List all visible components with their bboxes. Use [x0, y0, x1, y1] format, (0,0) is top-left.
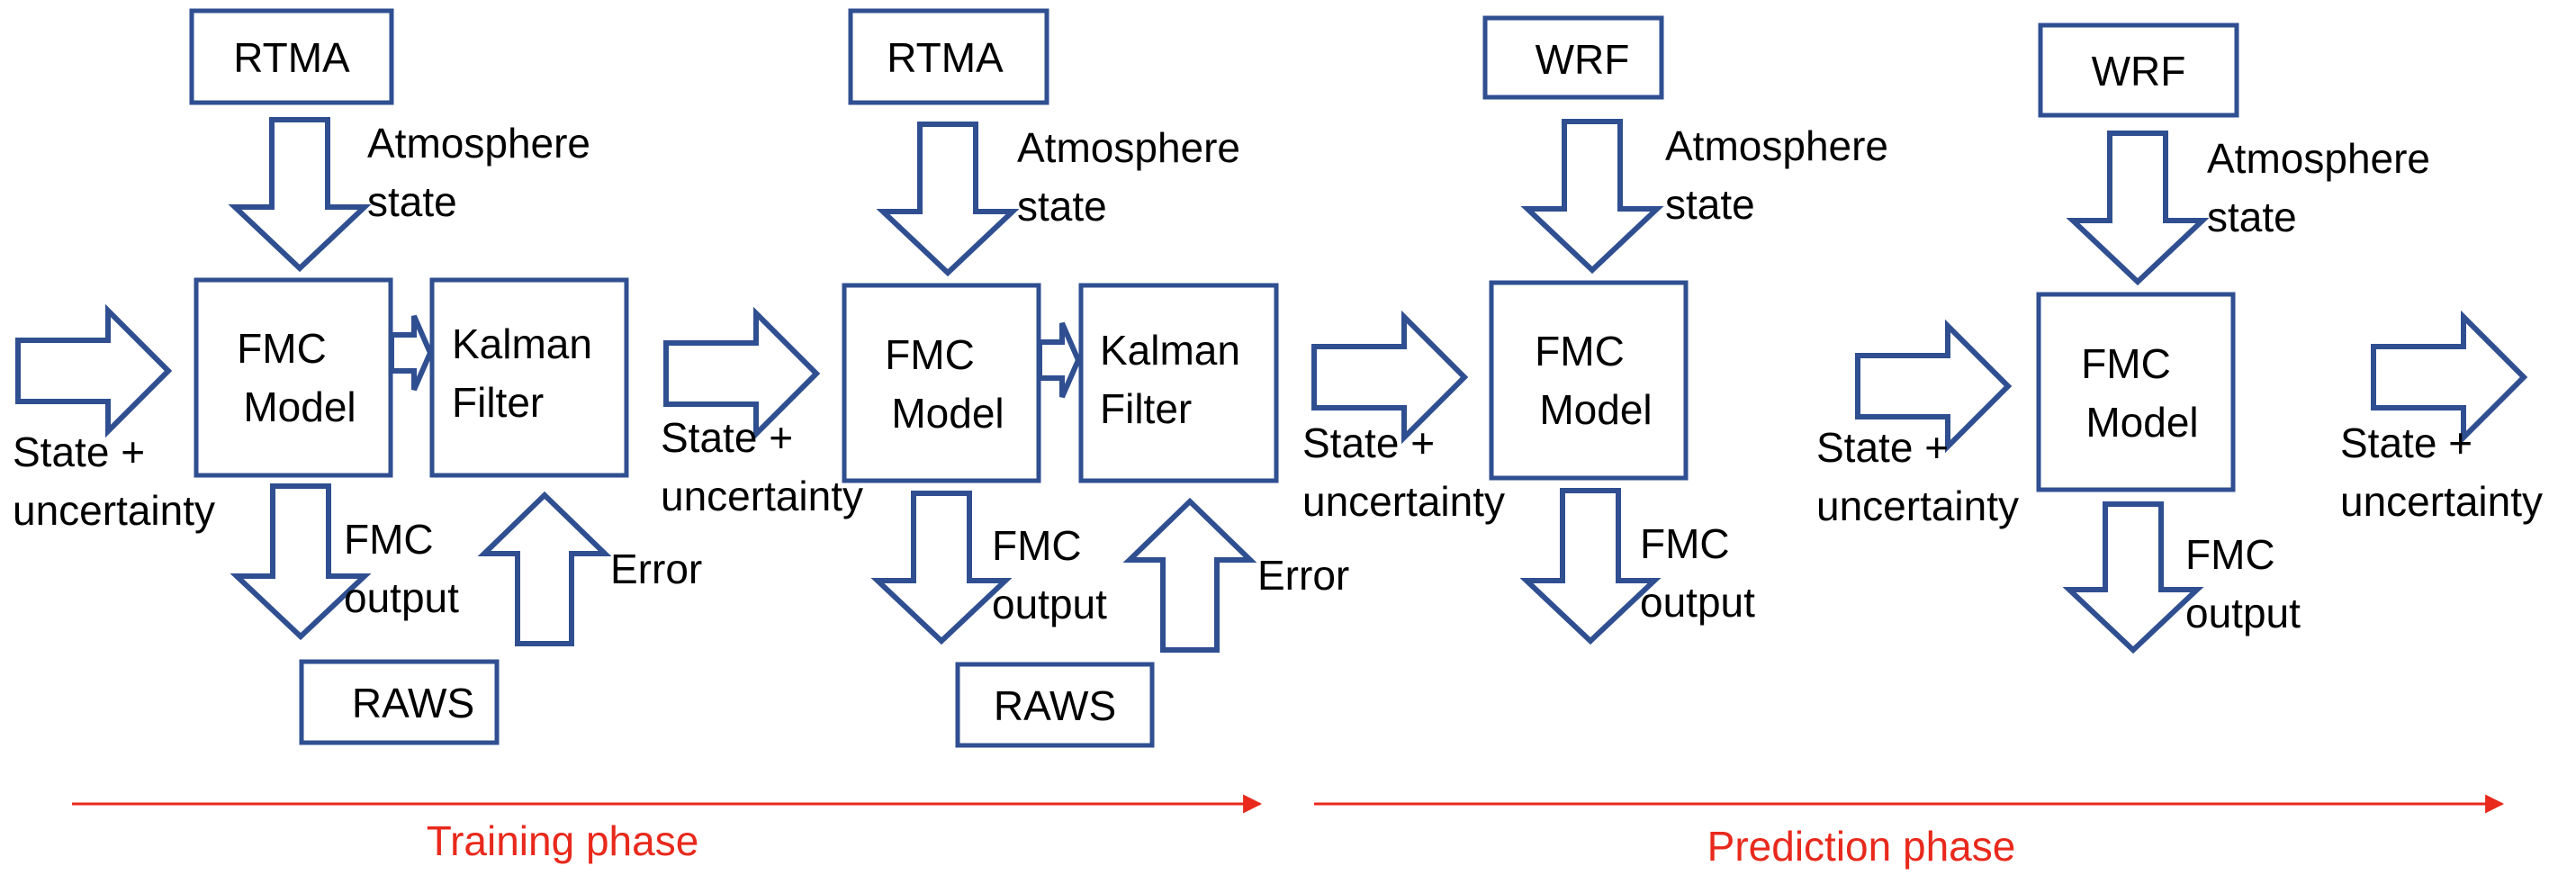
model-label: FMC — [2081, 340, 2171, 387]
uncertainty-label: uncertainty — [1816, 483, 2019, 529]
output-label-2: output — [992, 581, 1107, 627]
atmosphere-state-arrow — [228, 117, 372, 273]
fmc-output-arrow — [2062, 501, 2204, 654]
stage-3: WRF Atmosphere state FMC Model FMC outpu… — [1482, 15, 1888, 645]
fmc-model-box — [1489, 280, 1689, 481]
transition-2: State + uncertainty — [661, 306, 863, 519]
kalman-filter-box — [1078, 283, 1279, 483]
state-transfer-arrow — [663, 306, 821, 441]
atmosphere-label: Atmosphere — [1665, 122, 1888, 169]
atmosphere-state-arrow — [1520, 119, 1664, 275]
filter-label-2: Filter — [452, 379, 544, 426]
filter-label: Kalman — [452, 320, 592, 367]
state-label: State + — [1302, 419, 1435, 466]
model-label: FMC — [1535, 328, 1625, 374]
state-label: State + — [2340, 419, 2472, 466]
atmosphere-label: Atmosphere — [367, 120, 590, 167]
model-to-filter-arrow — [389, 314, 434, 392]
error-label: Error — [610, 546, 702, 592]
state-label: State + — [1816, 424, 1949, 471]
model-label: FMC — [885, 331, 975, 378]
transition-4: State + uncertainty — [1816, 319, 2019, 529]
transition-1: State + uncertainty — [13, 303, 215, 534]
training-phase-label: Training phase — [427, 817, 699, 864]
filter-label-2: Filter — [1100, 385, 1192, 432]
filter-label: Kalman — [1100, 327, 1240, 374]
state-transfer-arrow — [1311, 310, 1469, 445]
atmosphere-label-2: state — [367, 178, 457, 225]
stage-1: RTMA Atmosphere state FMC Model Kalman F… — [189, 8, 702, 745]
source-label: WRF — [2092, 48, 2186, 95]
state-transfer-arrow — [15, 303, 173, 438]
stage-4: WRF Atmosphere state FMC Model FMC outpu… — [2036, 23, 2430, 654]
output-label-2: output — [1640, 579, 1755, 626]
model-label-2: Model — [2085, 399, 2198, 446]
fmc-model-box — [194, 277, 393, 478]
fmc-output-arrow — [870, 491, 1013, 645]
state-transfer-arrow — [2371, 310, 2528, 445]
uncertainty-label: uncertainty — [1302, 478, 1505, 525]
state-label: State + — [13, 428, 145, 475]
output-label: FMC — [1640, 520, 1730, 567]
model-label-2: Model — [243, 383, 356, 430]
error-arrow — [477, 491, 612, 646]
transition-5: State + uncertainty — [2340, 310, 2543, 525]
fmc-model-box — [842, 283, 1041, 483]
output-label: FMC — [344, 516, 434, 563]
source-label: RTMA — [233, 34, 350, 81]
output-label: FMC — [2185, 531, 2275, 578]
uncertainty-label: uncertainty — [13, 487, 215, 534]
fmc-output-arrow — [1519, 488, 1662, 645]
raws-obs-box — [299, 659, 500, 745]
atmosphere-label-2: state — [1017, 183, 1107, 230]
model-to-filter-arrow — [1037, 321, 1082, 399]
error-arrow — [1122, 497, 1257, 653]
fmc-model-box — [2036, 292, 2236, 492]
atmosphere-label-2: state — [2207, 194, 2297, 240]
kalman-filter-box — [429, 277, 629, 478]
raws-obs-box — [955, 662, 1155, 748]
obs-label: RAWS — [994, 682, 1116, 729]
uncertainty-label: uncertainty — [2340, 478, 2543, 525]
output-label: FMC — [992, 522, 1082, 569]
model-label-2: Model — [891, 390, 1004, 437]
model-label: FMC — [237, 325, 327, 372]
fmc-output-arrow — [230, 483, 372, 641]
output-label-2: output — [2185, 590, 2301, 636]
error-label: Error — [1257, 552, 1349, 599]
atmosphere-label-2: state — [1665, 181, 1755, 228]
source-label: WRF — [1536, 36, 1630, 83]
wrf-source-box — [1482, 15, 1664, 100]
transition-3: State + uncertainty — [1302, 310, 1505, 525]
rtma-source-box — [848, 8, 1049, 105]
output-label-2: output — [344, 574, 459, 621]
wrf-source-box — [2038, 23, 2239, 118]
stage-2: RTMA Atmosphere state FMC Model Kalman F… — [842, 8, 1349, 748]
atmosphere-state-arrow — [876, 122, 1020, 277]
state-label: State + — [661, 414, 793, 461]
source-label: RTMA — [887, 34, 1004, 81]
state-transfer-arrow — [1855, 319, 2013, 454]
uncertainty-label: uncertainty — [661, 473, 863, 519]
obs-label: RAWS — [352, 680, 474, 726]
atmosphere-label: Atmosphere — [1017, 124, 1240, 171]
rtma-source-box — [189, 8, 394, 105]
atmosphere-label: Atmosphere — [2207, 135, 2430, 182]
prediction-phase-label: Prediction phase — [1707, 823, 2016, 870]
model-label-2: Model — [1539, 386, 1652, 433]
atmosphere-state-arrow — [2066, 131, 2210, 286]
